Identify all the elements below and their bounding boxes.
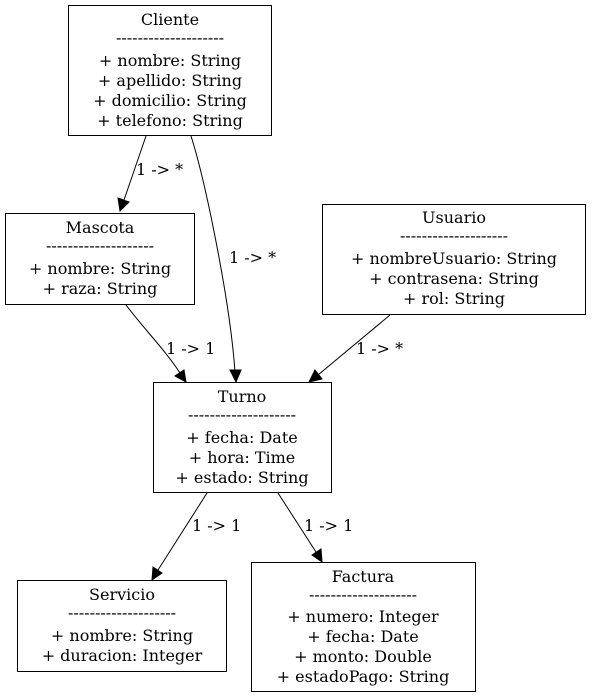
arrowhead (117, 197, 130, 213)
class-box (17, 580, 227, 672)
class-box (322, 204, 586, 315)
arrowhead (308, 369, 323, 383)
class-title: Usuario (422, 208, 486, 227)
class-attribute: + fecha: Date (186, 428, 297, 447)
class-attribute: + rol: String (403, 289, 505, 308)
edge-label-cliente-mascota: 1 -> * (136, 160, 183, 179)
class-attribute: + telefono: String (97, 111, 243, 130)
class-node-usuario[interactable]: Usuario -------------------- + nombreUsu… (322, 204, 586, 315)
class-title: Mascota (66, 218, 135, 237)
class-title: Cliente (141, 10, 199, 29)
edge-line (190, 135, 236, 373)
class-title: Factura (332, 567, 395, 586)
class-node-servicio[interactable]: Servicio -------------------- + nombre: … (17, 580, 227, 672)
edge-line (317, 314, 391, 376)
edge-usuario-turno: 1 -> * (308, 314, 403, 383)
class-attribute: + nombre: String (29, 259, 171, 278)
class-node-factura[interactable]: Factura -------------------- + numero: I… (251, 562, 476, 692)
edge-line (123, 135, 147, 201)
class-attribute: + estadoPago: String (277, 667, 450, 686)
edge-turno-factura: 1 -> 1 (277, 492, 353, 564)
class-attribute: + numero: Integer (287, 607, 439, 626)
class-attribute: + estado: String (175, 468, 308, 487)
class-attribute: + monto: Double (294, 647, 432, 666)
class-box (68, 5, 272, 136)
class-box (251, 562, 476, 692)
class-box (5, 213, 195, 305)
class-attribute: + nombre: String (51, 626, 193, 645)
edge-cliente-turno: 1 -> * (190, 135, 276, 384)
arrowhead (311, 548, 323, 564)
class-attribute: + nombreUsuario: String (351, 249, 557, 268)
edge-line (157, 492, 208, 571)
edge-cliente-mascota: 1 -> * (117, 135, 183, 213)
edge-line (277, 492, 317, 553)
class-attribute: + raza: String (43, 279, 158, 298)
edge-label-cliente-turno: 1 -> * (229, 248, 276, 267)
class-node-mascota[interactable]: Mascota -------------------- + nombre: S… (5, 213, 195, 305)
edge-label-mascota-turno: 1 -> 1 (166, 339, 215, 358)
class-separator: -------------------- (46, 236, 154, 255)
edge-turno-servicio: 1 -> 1 (151, 492, 241, 582)
edge-label-turno-servicio: 1 -> 1 (192, 516, 241, 535)
class-box (153, 382, 332, 493)
class-attribute: + apellido: String (98, 71, 242, 90)
class-attribute: + contrasena: String (369, 269, 539, 288)
edge-line (125, 304, 181, 374)
class-attribute: + fecha: Date (307, 627, 418, 646)
edge-label-turno-factura: 1 -> 1 (304, 516, 353, 535)
class-node-cliente[interactable]: Cliente -------------------- + nombre: S… (68, 5, 272, 136)
arrowhead (229, 369, 242, 384)
class-attribute: + hora: Time (189, 448, 296, 467)
arrowhead (174, 369, 187, 383)
class-attribute: + duracion: Integer (42, 646, 203, 665)
edge-label-usuario-turno: 1 -> * (356, 339, 403, 358)
class-attribute: + nombre: String (99, 51, 241, 70)
class-separator: -------------------- (400, 226, 508, 245)
class-separator: -------------------- (116, 28, 224, 47)
edge-mascota-turno: 1 -> 1 (125, 304, 215, 383)
class-separator: -------------------- (68, 603, 176, 622)
class-separator: -------------------- (188, 405, 296, 424)
class-node-turno[interactable]: Turno -------------------- + fecha: Date… (153, 382, 332, 493)
class-title: Servicio (89, 585, 155, 604)
class-title: Turno (218, 387, 267, 406)
class-separator: -------------------- (309, 585, 417, 604)
class-attribute: + domicilio: String (93, 91, 247, 110)
arrowhead (151, 566, 163, 582)
